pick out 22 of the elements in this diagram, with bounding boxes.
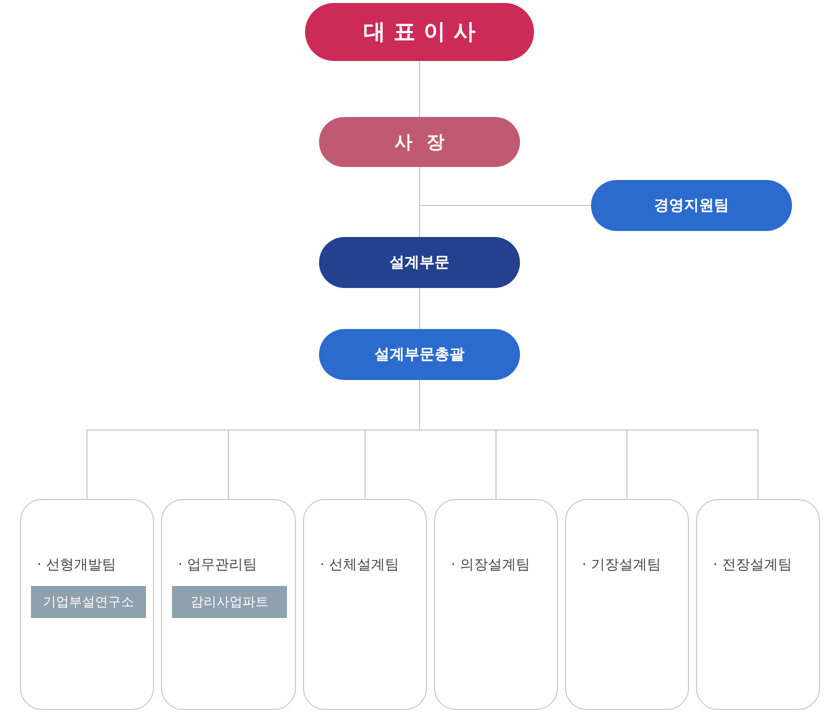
team-label: · 선체설계팀 xyxy=(320,556,399,574)
division-pill: 설계부문 xyxy=(319,237,520,288)
unit-label-box: 기업부설연구소 xyxy=(31,586,146,618)
unit-label-box: 감리사업파트 xyxy=(172,586,287,618)
team-card xyxy=(161,499,296,710)
connector-line xyxy=(419,166,420,238)
team-pill: 경영지원팀 xyxy=(591,180,792,231)
team-card xyxy=(696,499,820,710)
team-card xyxy=(565,499,689,710)
team-card xyxy=(20,499,154,710)
team-label: · 업무관리팀 xyxy=(178,556,257,574)
team-card xyxy=(434,499,558,710)
team-label: · 기장설계팀 xyxy=(582,556,661,574)
team-card xyxy=(303,499,427,710)
team-label: · 선형개발팀 xyxy=(37,556,116,574)
title-pill: 대표이사 xyxy=(305,3,534,61)
connector-line xyxy=(419,60,420,118)
team-label: · 전장설계팀 xyxy=(713,556,792,574)
division-pill: 설계부문총괄 xyxy=(319,329,520,380)
connector-line xyxy=(419,288,420,330)
title-pill: 사장 xyxy=(319,117,520,167)
team-label: · 의장설계팀 xyxy=(451,556,530,574)
